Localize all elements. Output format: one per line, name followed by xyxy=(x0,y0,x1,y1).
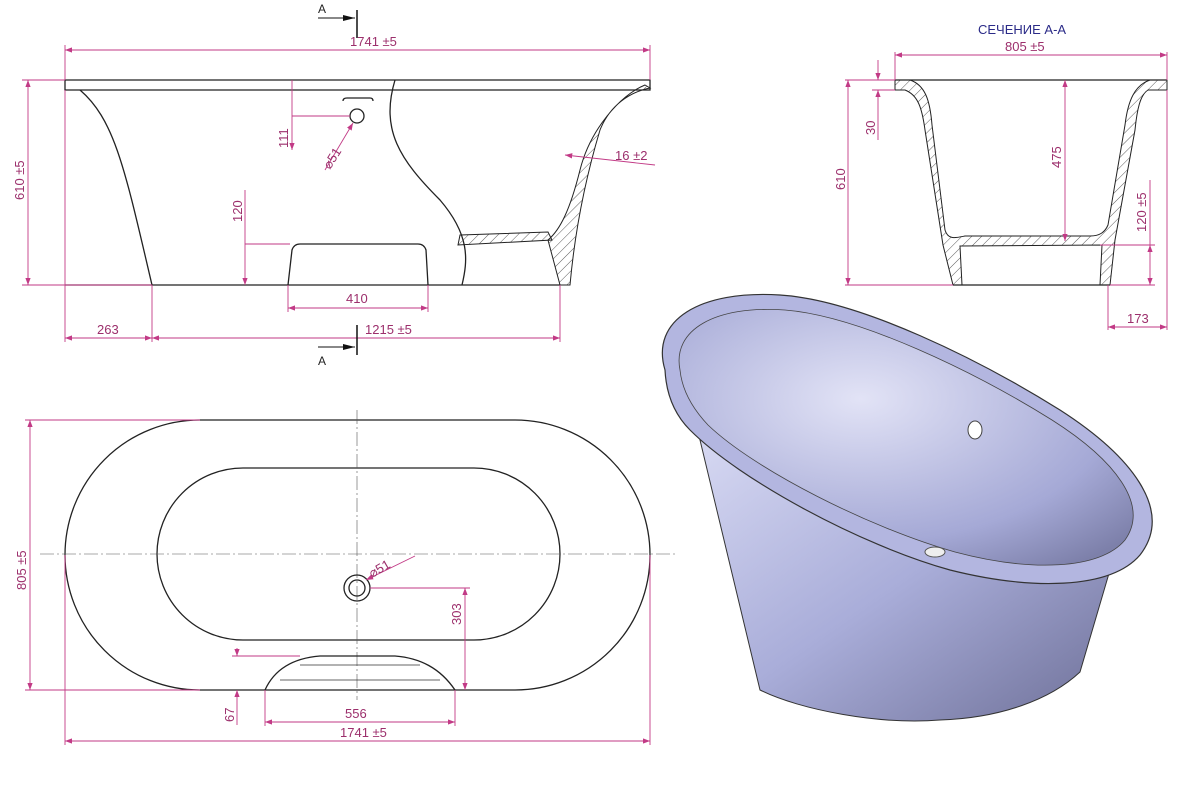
dim-overall-length: 1741 ±5 xyxy=(350,34,397,49)
tub-outer-shell xyxy=(699,439,1111,722)
side-rim xyxy=(64,79,651,91)
dim-section-width: 805 ±5 xyxy=(1005,39,1045,54)
section-mark-top: A xyxy=(318,2,326,16)
section-title: СЕЧЕНИЕ А-А xyxy=(978,22,1066,37)
dim-overflow-diameter: ⌀51 xyxy=(320,145,345,172)
dim-base-height: 120 ±5 xyxy=(1134,192,1149,232)
plan-outer-rim xyxy=(64,419,651,691)
dim-cutout-width: 410 xyxy=(346,291,368,306)
dim-drain-offset: 303 xyxy=(449,603,464,625)
dim-base-offset-section: 173 xyxy=(1127,311,1149,326)
dim-height: 610 ±5 xyxy=(12,160,27,200)
plan-seat-notch xyxy=(264,655,456,691)
side-cutaway-edge xyxy=(389,79,467,286)
dim-depth: 475 xyxy=(1049,146,1064,168)
tub-drain xyxy=(924,546,946,558)
side-seat-cutout xyxy=(287,243,429,286)
section-mark-bottom: A xyxy=(318,354,326,368)
dim-plan-width: 805 ±5 xyxy=(14,550,29,590)
dim-cutout-height: 120 xyxy=(230,200,245,222)
dim-plan-length: 1741 ±5 xyxy=(340,725,387,740)
dim-notch-depth: 67 xyxy=(222,708,237,722)
tub-3d-render xyxy=(661,293,1153,722)
dim-drain-diameter: ⌀51 xyxy=(366,556,393,580)
dim-section-height: 610 xyxy=(833,168,848,190)
side-wall-section xyxy=(547,84,652,286)
dim-base-length: 1215 ±5 xyxy=(365,322,412,337)
side-left-wall xyxy=(79,89,153,286)
side-floor-section xyxy=(457,231,553,246)
dim-notch-width: 556 xyxy=(345,706,367,721)
dim-base-offset: 263 xyxy=(97,322,119,337)
side-view: 1741 ±5 610 ±5 111 ⌀51 16 ±2 120 410 263… xyxy=(12,2,656,368)
dim-overflow-offset: 111 xyxy=(276,128,291,148)
overflow-hole xyxy=(349,108,365,124)
tub-basin xyxy=(678,308,1134,566)
dim-rim: 30 xyxy=(863,121,878,135)
plan-view: 805 ±5 ⌀51 303 67 556 1741 ±5 xyxy=(14,410,675,745)
section-profile xyxy=(894,79,1168,286)
section-view: СЕЧЕНИЕ А-А 805 ±5 30 610 475 120 ±5 173 xyxy=(833,22,1168,330)
tub-overflow-hole xyxy=(967,420,983,440)
dim-wall-thickness: 16 ±2 xyxy=(615,148,647,163)
